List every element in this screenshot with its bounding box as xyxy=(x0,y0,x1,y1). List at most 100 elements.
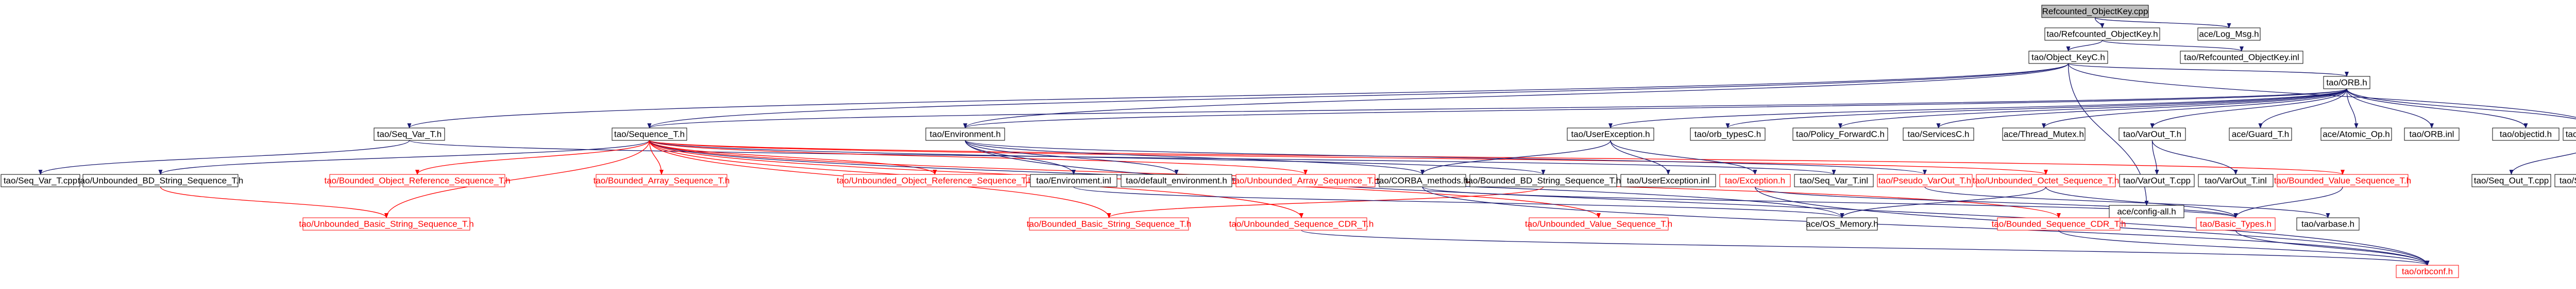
graph-node-n1[interactable]: tao/Refcounted_ObjectKey.h xyxy=(2044,27,2160,41)
graph-node-n38[interactable]: ace/config-all.h xyxy=(2109,205,2184,218)
graph-node-n4[interactable]: tao/Refcounted_ObjectKey.inl xyxy=(2180,51,2303,64)
graph-node-n43[interactable]: tao/Unbounded_Sequence_CDR_T.h xyxy=(1229,217,1374,231)
graph-node-n35[interactable]: tao/Pseudo_VarOut_T.h xyxy=(1877,174,1973,187)
graph-node-n18[interactable]: tao/objectid.h xyxy=(2492,127,2560,141)
graph-node-n0[interactable]: Refcounted_ObjectKey.cpp xyxy=(2041,5,2149,18)
node-box xyxy=(2471,174,2551,187)
node-box xyxy=(612,127,687,141)
graph-node-n29[interactable]: tao/Bounded_Value_Sequence_T.h xyxy=(2274,174,2411,187)
graph-node-n27[interactable]: tao/Seq_Var_T.inl xyxy=(1794,174,1874,187)
graph-node-n13[interactable]: ace/Thread_Mutex.h xyxy=(2002,127,2086,141)
graph-node-n40[interactable]: tao/Seq_Out_T.inl xyxy=(2554,174,2576,187)
edge-n1-n3 xyxy=(2066,40,2103,52)
edge-n7-n41 xyxy=(384,140,650,218)
node-label: tao/UserException.inl xyxy=(1627,175,1710,185)
node-box xyxy=(329,174,505,187)
node-box xyxy=(1690,127,1766,141)
graph-node-n9[interactable]: tao/UserException.h xyxy=(1567,127,1654,141)
graph-node-n26[interactable]: tao/Bounded_BD_String_Sequence_T.h xyxy=(1466,174,1621,187)
graph-node-n12[interactable]: tao/ServicesC.h xyxy=(1903,127,1974,141)
node-label: tao/Unbounded_Basic_String_Sequence_T.h xyxy=(299,219,473,229)
edge-n5-n9 xyxy=(1608,88,2347,129)
graph-node-n24[interactable]: tao/Unbounded_Object_Reference_Sequence_… xyxy=(837,174,1033,187)
graph-node-n15[interactable]: ace/Guard_T.h xyxy=(2229,127,2292,141)
graph-node-n28[interactable]: tao/Unbounded_Octet_Sequence_T.h xyxy=(1973,174,2120,187)
graph-node-n16[interactable]: ace/Atomic_Op.h xyxy=(2320,127,2392,141)
edge-n8-n35 xyxy=(964,140,1927,175)
node-box xyxy=(1469,174,1617,187)
graph-node-n34[interactable]: tao/Exception.h xyxy=(1719,174,1791,187)
graph-node-n37[interactable]: tao/VarOut_T.inl xyxy=(2198,174,2274,187)
graph-node-n44[interactable]: tao/Unbounded_Value_Sequence_T.h xyxy=(1525,217,1672,231)
edge-n5-n7 xyxy=(648,88,2347,129)
graph-node-n3[interactable]: tao/Object_KeyC.h xyxy=(2028,51,2108,64)
graph-node-n5[interactable]: tao/ORB.h xyxy=(2323,76,2370,89)
graph-node-n6[interactable]: tao/Seq_Var_T.h xyxy=(374,127,445,141)
graph-node-n45[interactable]: ace/OS_Memory.h xyxy=(1806,217,1878,231)
graph-node-n21[interactable]: tao/Unbounded_BD_String_Sequence_T.h xyxy=(78,174,243,187)
node-box xyxy=(925,127,1005,141)
node-box xyxy=(1997,217,2121,231)
edge-n3-n7 xyxy=(647,63,2069,129)
graph-node-n7[interactable]: tao/Sequence_T.h xyxy=(612,127,687,141)
node-label: tao/Unbounded_Array_Sequence_T.h xyxy=(1232,175,1379,185)
graph-node-n36[interactable]: tao/VarOut_T.cpp xyxy=(2119,174,2195,187)
edge-n0-n2 xyxy=(2094,17,2231,28)
graph-node-n31[interactable]: tao/default_environment.h xyxy=(1121,174,1232,187)
graph-node-n42[interactable]: tao/Bounded_Basic_String_Sequence_T.h xyxy=(1027,217,1191,231)
node-label: tao/Refcounted_ObjectKey.inl xyxy=(2184,52,2299,62)
graph-node-n32[interactable]: tao/CORBA_methods.h xyxy=(1377,174,1468,187)
node-box xyxy=(1529,217,1669,231)
graph-node-n39[interactable]: tao/Seq_Out_T.cpp xyxy=(2471,174,2551,187)
node-label: tao/VarOut_T.cpp xyxy=(2123,175,2191,185)
graph-node-n47[interactable]: tao/Basic_Types.h xyxy=(2196,217,2276,231)
edge-n32-n47 xyxy=(1422,186,2238,218)
edge-n6-n20 xyxy=(38,140,410,175)
node-label: tao/Basic_Types.h xyxy=(2200,219,2272,229)
node-label: tao/Refcounted_ObjectKey.h xyxy=(2046,29,2158,39)
graph-node-n14[interactable]: tao/VarOut_T.h xyxy=(2119,127,2186,141)
node-box xyxy=(1567,127,1654,141)
node-box xyxy=(1121,174,1232,187)
graph-node-n10[interactable]: tao/orb_typesC.h xyxy=(1690,127,1766,141)
node-box xyxy=(596,174,727,187)
node-box xyxy=(2277,174,2409,187)
graph-node-n2[interactable]: ace/Log_Msg.h xyxy=(2197,27,2261,41)
graph-node-n25[interactable]: tao/Unbounded_Array_Sequence_T.h xyxy=(1232,174,1379,187)
graph-node-n49[interactable]: tao/orbconf.h xyxy=(2396,265,2459,278)
graph-node-n33[interactable]: tao/UserException.inl xyxy=(1620,174,1716,187)
edges-layer xyxy=(38,17,2576,266)
node-box xyxy=(2563,127,2576,141)
edge-n47-n49 xyxy=(2235,230,2430,266)
node-label: tao/Policy_ForwardC.h xyxy=(1796,129,1885,139)
edge-n14-n37 xyxy=(2151,140,2238,175)
node-label: tao/objectid.h xyxy=(2500,129,2552,139)
graph-node-n22[interactable]: tao/Bounded_Object_Reference_Sequence_T.… xyxy=(324,174,511,187)
edge-n5-n15 xyxy=(2258,88,2347,129)
edge-n5-n10 xyxy=(1725,88,2347,129)
edge-n5-n18 xyxy=(2346,88,2528,129)
node-box xyxy=(2002,127,2086,141)
node-label: tao/Seq_Out_T.h xyxy=(2566,129,2576,139)
node-label: ace/Thread_Mutex.h xyxy=(2004,129,2084,139)
graph-node-n48[interactable]: tao/varbase.h xyxy=(2296,217,2360,231)
node-box xyxy=(2197,27,2261,41)
edge-n28-n47 xyxy=(2045,186,2238,218)
node-label: tao/Exception.h xyxy=(1725,175,1785,185)
graph-node-n46[interactable]: tao/Bounded_Sequence_CDR_T.h xyxy=(1992,217,2126,231)
node-label: tao/ServicesC.h xyxy=(1908,129,1970,139)
node-box xyxy=(82,174,239,187)
graph-node-n8[interactable]: tao/Environment.h xyxy=(925,127,1005,141)
graph-node-n17[interactable]: tao/ORB.inl xyxy=(2404,127,2460,141)
graph-node-n23[interactable]: tao/Bounded_Array_Sequence_T.h xyxy=(594,174,730,187)
graph-node-n19[interactable]: tao/Seq_Out_T.h xyxy=(2563,127,2576,141)
edge-n5-n11 xyxy=(1838,88,2347,129)
node-box xyxy=(1976,174,2116,187)
graph-node-n20[interactable]: tao/Seq_Var_T.cpp xyxy=(1,174,80,187)
graph-node-n11[interactable]: tao/Policy_ForwardC.h xyxy=(1792,127,1888,141)
graph-node-n30[interactable]: tao/Environment.inl xyxy=(1030,174,1117,187)
graph-node-n41[interactable]: tao/Unbounded_Basic_String_Sequence_T.h xyxy=(299,217,474,231)
node-label: tao/CORBA_methods.h xyxy=(1377,175,1468,185)
node-label: tao/Object_KeyC.h xyxy=(2031,52,2105,62)
node-box xyxy=(1877,174,1973,187)
